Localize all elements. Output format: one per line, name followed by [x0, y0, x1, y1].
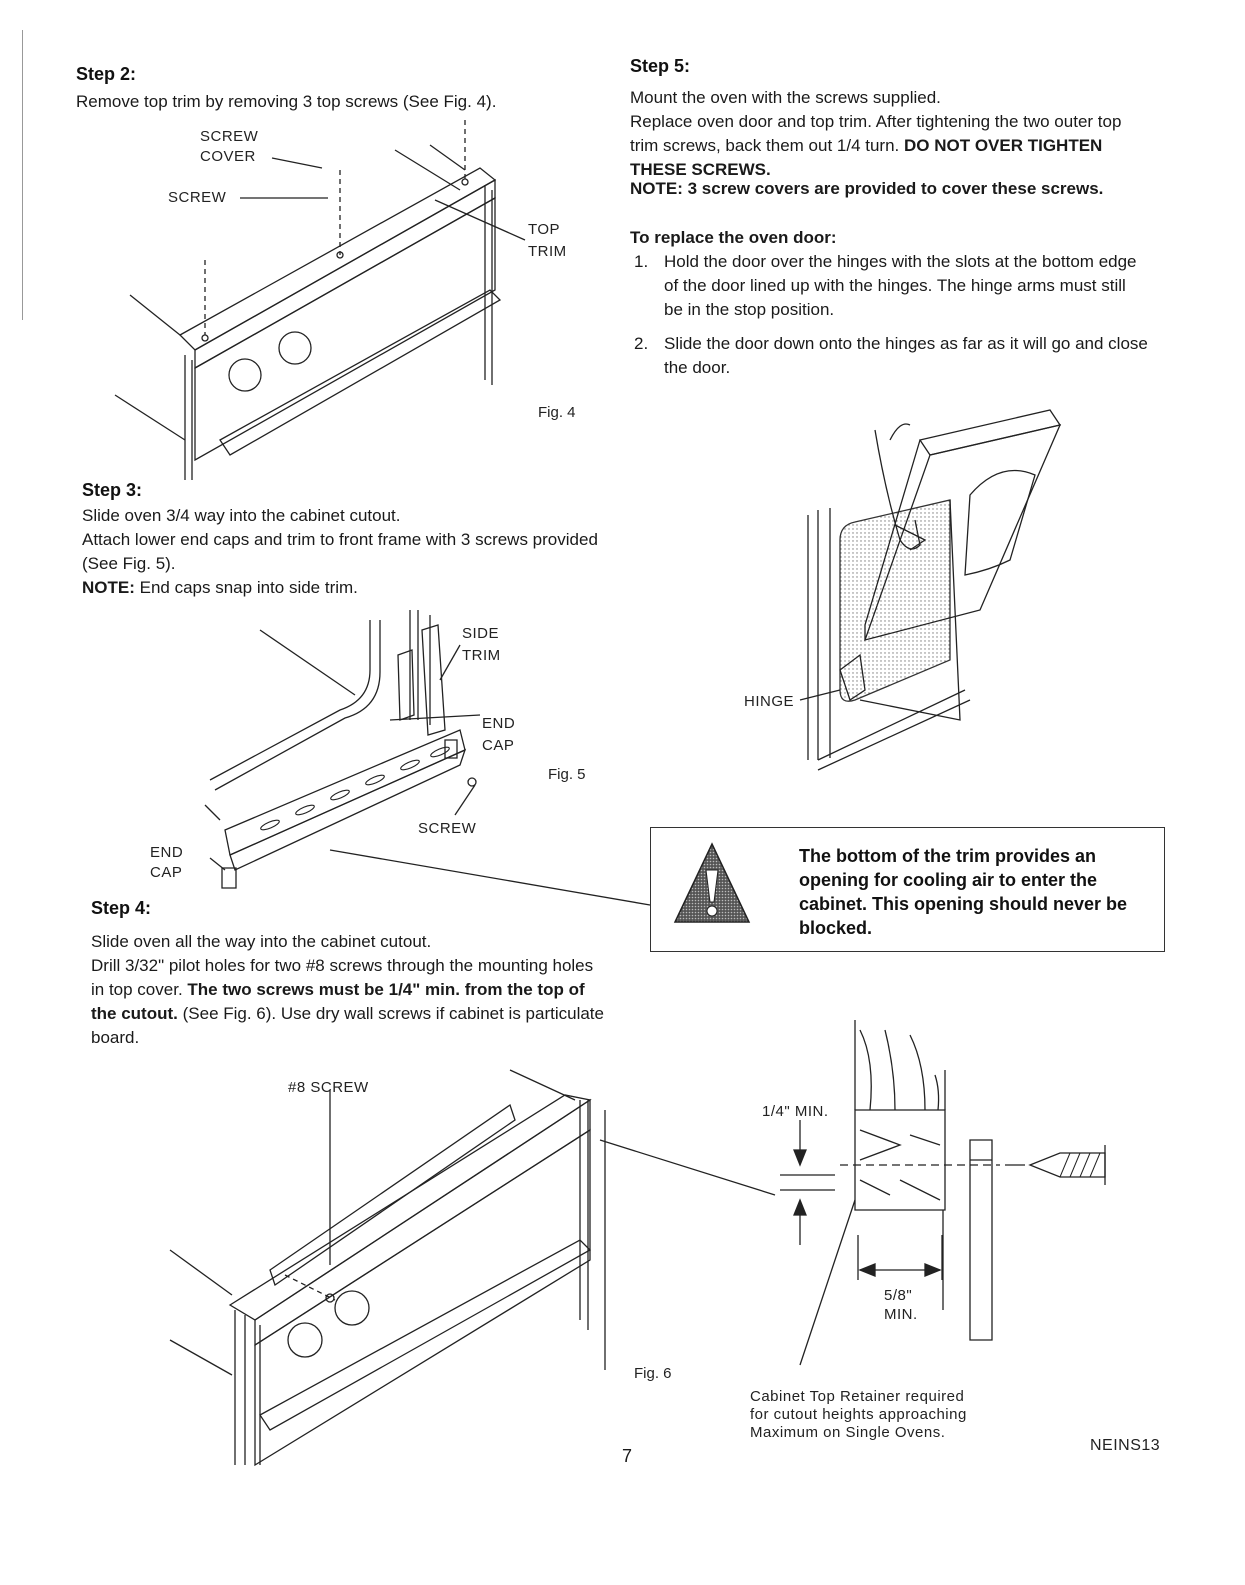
fig6-note-line1: Cabinet Top Retainer required	[750, 1388, 965, 1405]
warning-triangle-icon	[673, 842, 751, 923]
fig4-caption: Fig. 4	[538, 404, 576, 421]
fig6-note-line2: for cutout heights approaching	[750, 1406, 967, 1423]
label-number8-screw: #8 SCREW	[288, 1079, 369, 1096]
label-hinge: HINGE	[744, 693, 795, 710]
binder-edge-line	[22, 30, 23, 320]
step4-line1: Slide oven all the way into the cabinet …	[91, 932, 432, 951]
door-steps-list: 1. Hold the door over the hinges with th…	[634, 250, 1149, 380]
step3-line2: Attach lower end caps and trim to front …	[82, 530, 598, 573]
label-screw-cover-2: COVER	[200, 148, 256, 165]
fig6-note-line3: Maximum on Single Ovens.	[750, 1424, 946, 1441]
door-step-1-text: Hold the door over the hinges with the s…	[664, 252, 1137, 319]
step4-line2b: The two screws must be 1/4" min. from th…	[91, 980, 585, 1023]
fig5-illustration	[190, 600, 520, 900]
fig6-section-illustration	[760, 1020, 1160, 1400]
label-screw-fig5: SCREW	[418, 820, 477, 837]
document-code: NEINS13	[1090, 1437, 1161, 1454]
step4-line2c: (See Fig. 6). Use dry wall screws if cab…	[91, 1004, 604, 1047]
label-screw: SCREW	[168, 189, 227, 206]
label-screw-cover-1: SCREW	[200, 128, 259, 145]
label-quarter-inch-min: 1/4" MIN.	[762, 1103, 829, 1120]
step5-line2: Replace oven door and top trim. After ti…	[630, 110, 1150, 182]
fig5-caption: Fig. 5	[548, 766, 586, 783]
step5-line2a: Replace oven door and top trim. After ti…	[630, 112, 1122, 155]
step4-line2a: Drill 3/32" pilot holes for two #8 screw…	[91, 956, 594, 999]
label-end-cap-right-2: CAP	[482, 737, 515, 754]
label-five-eighths-1: 5/8"	[884, 1287, 913, 1304]
step3-note-label: NOTE:	[82, 578, 135, 597]
door-step-1-num: 1.	[634, 252, 649, 271]
door-step-2-num: 2.	[634, 334, 649, 353]
label-side-trim-2: TRIM	[462, 647, 501, 664]
label-end-cap-left-2: CAP	[150, 864, 183, 881]
step5-note: NOTE: 3 screw covers are provided to cov…	[630, 179, 1104, 198]
label-five-eighths-2: MIN.	[884, 1306, 918, 1323]
step4-line2: Drill 3/32" pilot holes for two #8 screw…	[91, 954, 606, 1050]
step3-line1: Slide oven 3/4 way into the cabinet cuto…	[82, 506, 401, 525]
step4-heading: Step 4:	[91, 898, 152, 918]
door-step-1: 1. Hold the door over the hinges with th…	[634, 250, 1149, 322]
fig6-caption: Fig. 6	[634, 1365, 672, 1382]
label-side-trim-1: SIDE	[462, 625, 500, 642]
door-illustration	[800, 400, 1080, 790]
door-replace-heading: To replace the oven door:	[630, 228, 837, 247]
step5-heading: Step 5:	[630, 56, 691, 76]
fig5-leader-to-warning	[330, 850, 660, 910]
page-number: 7	[622, 1446, 633, 1466]
fig6-oven-illustration	[160, 1070, 800, 1480]
fig4-illustration	[100, 110, 600, 490]
step2-heading: Step 2:	[76, 64, 137, 84]
step3-heading: Step 3:	[82, 480, 143, 500]
step2-body: Remove top trim by removing 3 top screws…	[76, 92, 497, 111]
warning-box: The bottom of the trim provides an openi…	[650, 827, 1165, 952]
door-step-2: 2. Slide the door down onto the hinges a…	[634, 332, 1149, 380]
step5-line1: Mount the oven with the screws supplied.	[630, 88, 941, 107]
step3-note-text: End caps snap into side trim.	[139, 578, 358, 597]
label-top-trim-2: TRIM	[528, 243, 567, 260]
step3-note: NOTE: End caps snap into side trim.	[82, 576, 602, 600]
label-top-trim-1: TOP	[528, 221, 561, 238]
label-end-cap-left-1: END	[150, 844, 184, 861]
label-end-cap-right-1: END	[482, 715, 516, 732]
warning-text: The bottom of the trim provides an openi…	[799, 846, 1128, 938]
step5-line2b: DO NOT OVER TIGHTEN THESE SCREWS.	[630, 136, 1103, 179]
door-step-2-text: Slide the door down onto the hinges as f…	[664, 334, 1148, 377]
